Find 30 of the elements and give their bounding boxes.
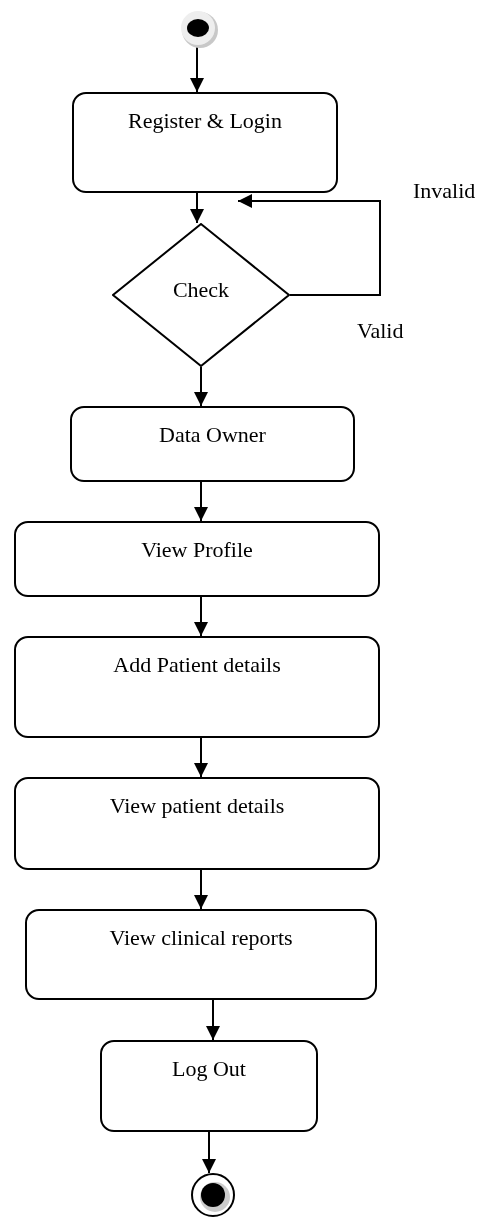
arrow [194, 869, 208, 910]
arrow [194, 737, 208, 778]
activity-box [70, 406, 355, 482]
activity-box [25, 909, 377, 1000]
activity-box [14, 636, 380, 738]
activity-label: Add Patient details [113, 652, 281, 678]
activity-label: View Profile [141, 537, 253, 563]
loop-back-arrow [237, 194, 381, 296]
activity-label: View patient details [109, 793, 285, 819]
activity-label: Data Owner [159, 422, 266, 448]
arrow [194, 596, 208, 637]
activity-box [72, 92, 338, 193]
decision-diamond [112, 223, 290, 367]
activity-box [14, 777, 380, 870]
activity-box [100, 1040, 318, 1132]
activity-label: Register & Login [128, 108, 282, 134]
arrow [202, 1131, 216, 1174]
branch-label: Valid [357, 318, 404, 344]
branch-label: Invalid [413, 178, 476, 204]
end-node [191, 1173, 235, 1217]
activity-label: Log Out [172, 1056, 246, 1082]
arrow [194, 366, 208, 407]
arrow [190, 192, 204, 224]
arrow [206, 999, 220, 1041]
arrow [194, 481, 208, 522]
arrow [190, 46, 204, 93]
decision-label: Check [172, 276, 230, 303]
activity-label: View clinical reports [109, 925, 293, 951]
activity-box [14, 521, 380, 597]
start-node [179, 9, 217, 47]
